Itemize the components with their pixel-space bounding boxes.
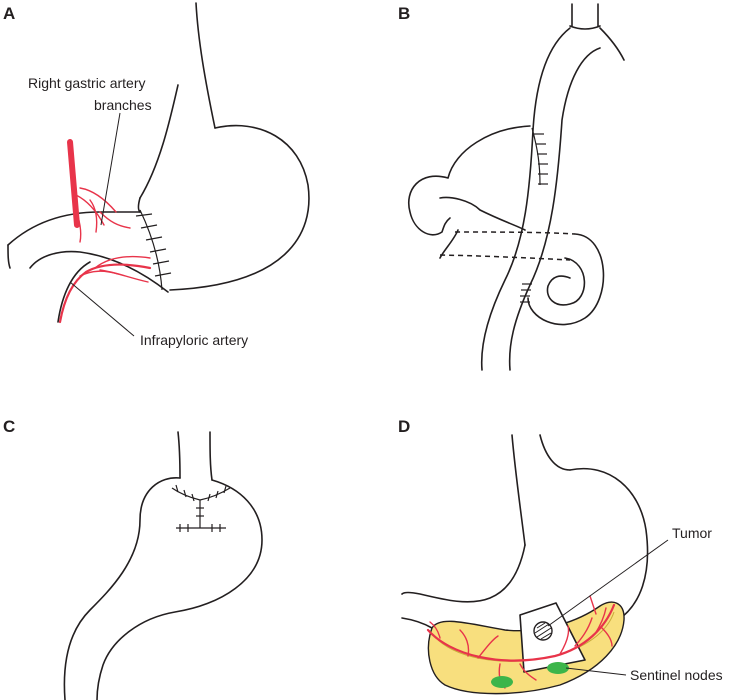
panel-a-stomach-remnant bbox=[139, 84, 310, 291]
panel-d-stomach-lower bbox=[401, 617, 433, 629]
panel-a-duodenum-curl bbox=[57, 261, 91, 323]
panel-d-leader-sentinel bbox=[565, 667, 627, 676]
panel-a-duodenum-lower bbox=[7, 244, 169, 293]
panel-b-pouch-lower bbox=[439, 196, 526, 231]
panel-b-roux-limb bbox=[480, 27, 625, 371]
sentinel-node bbox=[491, 676, 513, 688]
panel-d-resection-window bbox=[519, 602, 586, 673]
panel-c-suture-y-ticks bbox=[175, 484, 227, 532]
panel-b-suture-loop bbox=[520, 283, 532, 303]
panel-a: A bbox=[3, 2, 310, 348]
panel-c-letter: C bbox=[3, 417, 15, 436]
panel-a-right-gastric-branches bbox=[73, 187, 131, 243]
label-branches: branches bbox=[94, 97, 152, 113]
panel-c-esophagus bbox=[177, 431, 213, 481]
panel-d-esophagus bbox=[511, 434, 571, 546]
panel-d-leader-tumor bbox=[547, 539, 669, 627]
panel-a-suture-ticks bbox=[135, 213, 172, 277]
panel-b: B bbox=[398, 3, 625, 371]
panel-a-leader-infrapyloric bbox=[69, 281, 135, 337]
panel-b-suture-pouch-ticks bbox=[534, 133, 548, 185]
label-tumor: Tumor bbox=[672, 525, 712, 541]
sentinel-node bbox=[547, 662, 569, 674]
panel-a-leader-right-gastric bbox=[100, 112, 121, 226]
panel-a-infrapyloric-artery bbox=[58, 255, 152, 324]
panel-a-stomach-lesser bbox=[137, 197, 141, 213]
panel-b-letter: B bbox=[398, 4, 410, 23]
panel-c-suture-y bbox=[171, 487, 231, 529]
panel-a-right-gastric-artery-trunk bbox=[67, 139, 80, 228]
label-sentinel-nodes: Sentinel nodes bbox=[630, 667, 723, 683]
panel-b-dashed-segment-lower bbox=[439, 254, 571, 261]
label-right-gastric-artery: Right gastric artery bbox=[28, 75, 145, 91]
label-infrapyloric-artery: Infrapyloric artery bbox=[140, 332, 248, 348]
panel-c-stomach bbox=[63, 477, 263, 700]
panel-d-stomach-body bbox=[401, 467, 649, 621]
panel-a-esophagus bbox=[195, 2, 216, 129]
panel-b-gastric-pouch bbox=[408, 125, 531, 236]
panel-a-letter: A bbox=[3, 4, 15, 23]
panel-b-jejunal-loop bbox=[527, 233, 605, 326]
panel-d-letter: D bbox=[398, 417, 410, 436]
panel-b-suture-pouch bbox=[531, 127, 541, 186]
panel-b-dashed-segment-upper bbox=[454, 231, 576, 235]
panel-b-cut-left bbox=[439, 229, 459, 259]
panel-d: D bbox=[398, 417, 723, 695]
panel-a-suture-line bbox=[139, 209, 163, 291]
panel-d-tumor bbox=[533, 621, 553, 641]
panel-c: C bbox=[3, 417, 263, 700]
panel-b-esophagus bbox=[569, 3, 601, 30]
